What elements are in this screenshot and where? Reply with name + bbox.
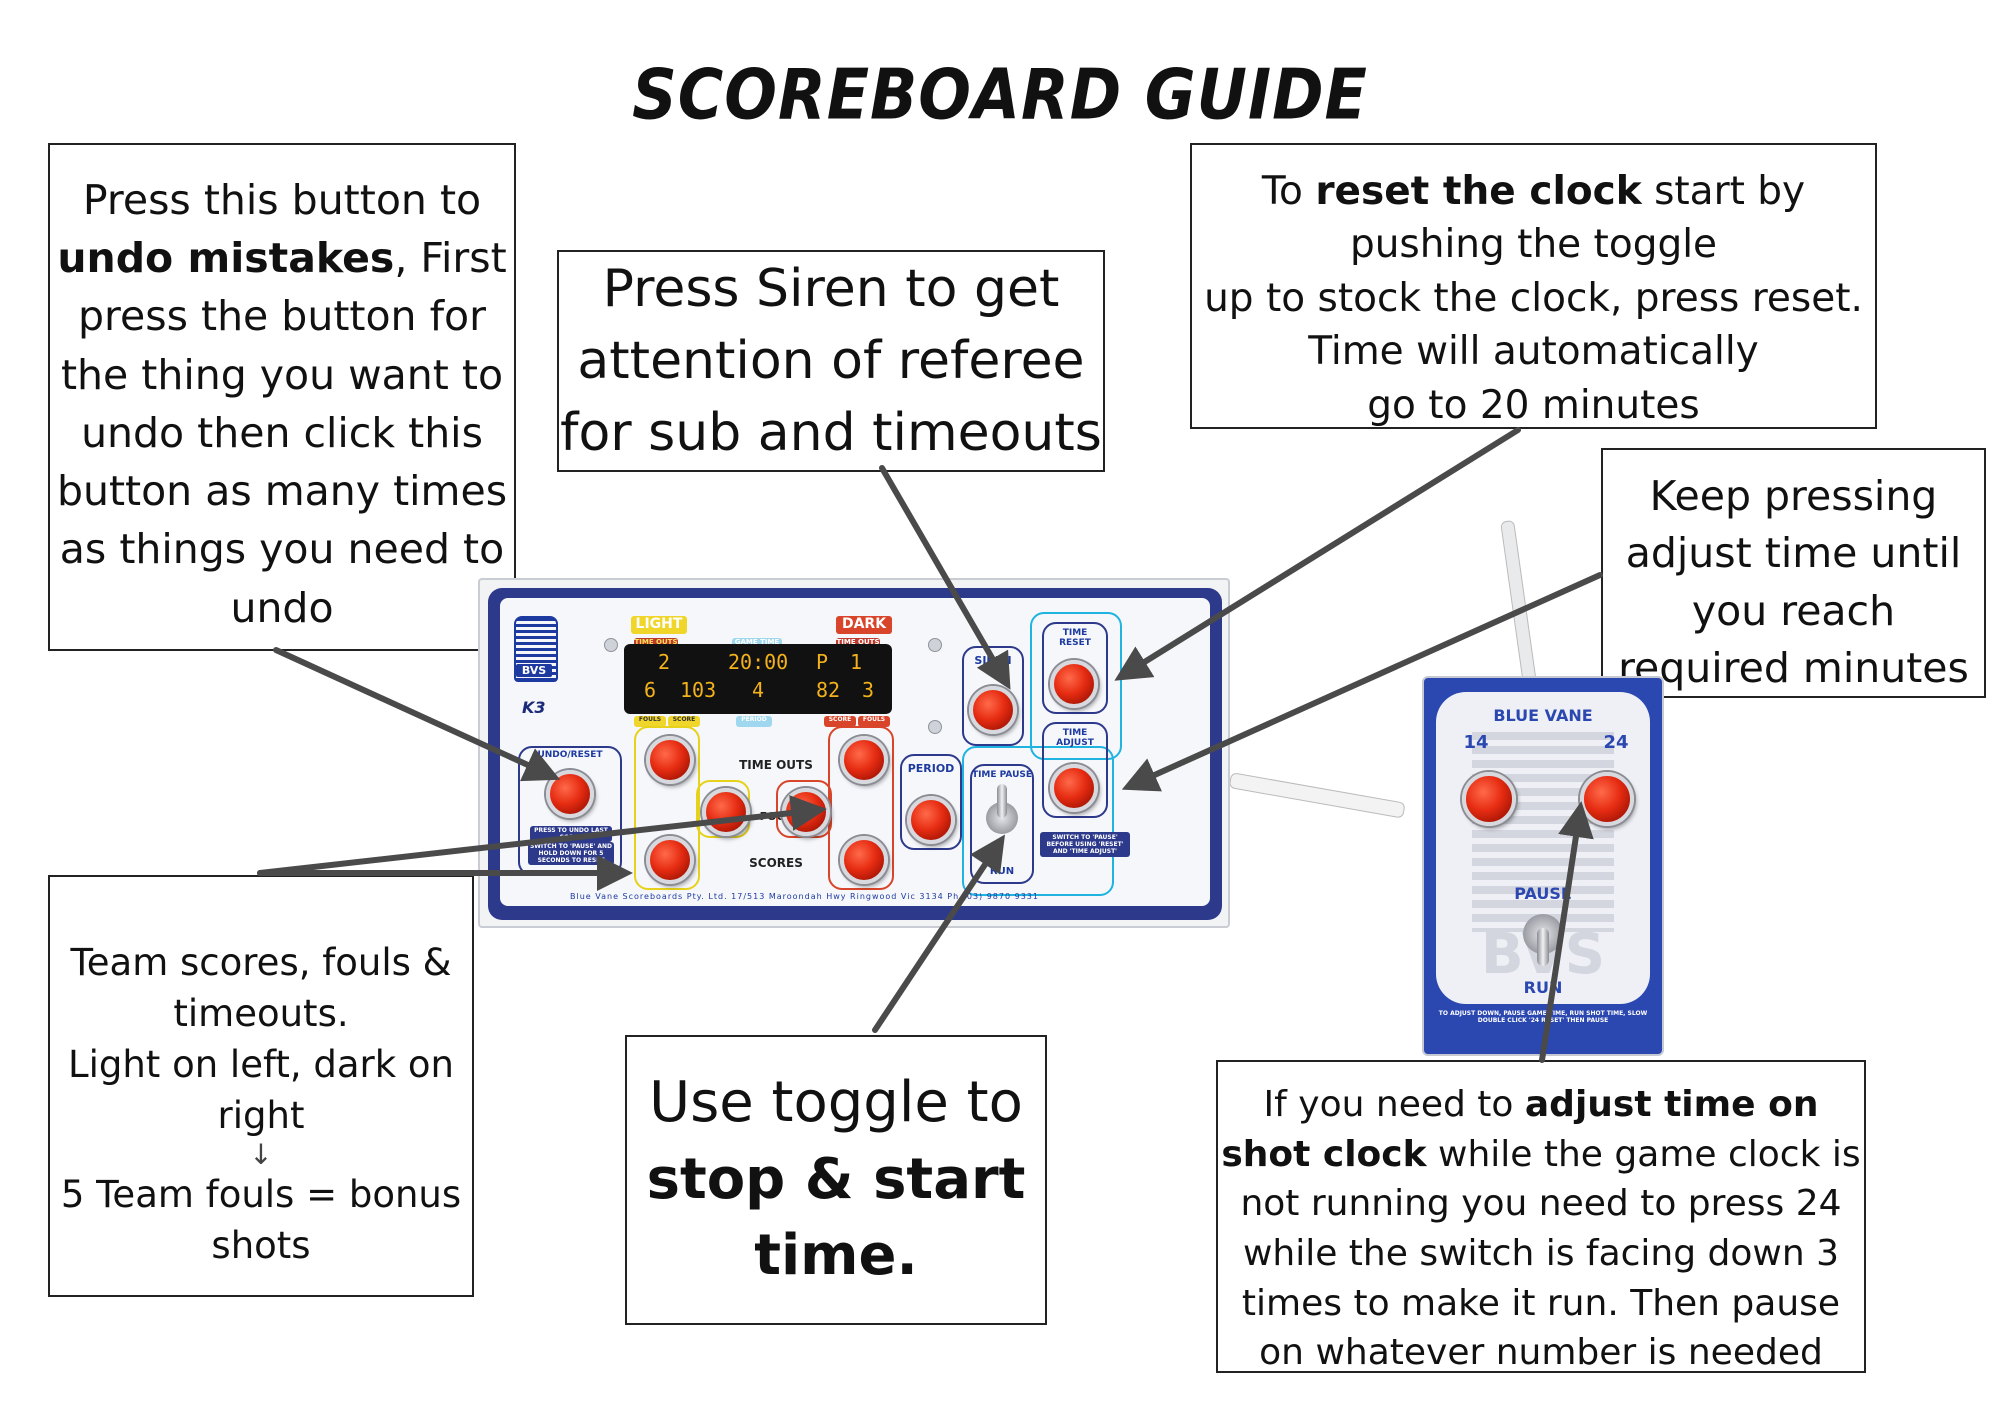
reset-callout-line4: go to 20 minutes [1367, 382, 1700, 428]
scoreboard-console: BVS K3 LIGHT DARK TIME OUTS GAME TIME TI… [478, 578, 1230, 928]
dark-scores-button[interactable] [840, 836, 888, 884]
model-label: K3 [522, 698, 546, 717]
time-adjust-label: TIME ADJUST [1056, 728, 1094, 748]
light-timeouts-button[interactable] [646, 736, 694, 784]
display-tag-timeouts-left: TIME OUTS [634, 638, 678, 649]
light-tag: LIGHT [631, 616, 687, 634]
display-left-score: 103 [680, 678, 717, 702]
display-tag-fouls-right: FOULS [858, 716, 890, 727]
display-tag-timeouts-right: TIME OUTS [836, 638, 880, 649]
dark-tag: DARK [836, 616, 892, 634]
display-tag-period: PERIOD [736, 716, 772, 727]
dark-timeouts-button[interactable] [840, 736, 888, 784]
time-reset-button[interactable] [1050, 660, 1098, 708]
undo-reset-note: SWITCH TO 'PAUSE' AND HOLD DOWN FOR 5 SE… [528, 842, 614, 865]
siren-callout: Press Siren to get attention of referee … [557, 250, 1105, 472]
toggle-lever[interactable] [997, 784, 1007, 818]
switch-note: SWITCH TO 'PAUSE' BEFORE USING 'RESET' A… [1040, 832, 1130, 857]
siren-button[interactable] [969, 686, 1017, 734]
display-right-fouls: 3 [862, 678, 875, 702]
undo-reset-label: UNDO/RESET [537, 750, 603, 760]
reset-callout-line2: up to stock the clock, press reset. [1204, 275, 1863, 321]
shot-clock-24-button[interactable] [1580, 772, 1634, 826]
display-p: P [816, 650, 829, 674]
console-panel: BVS K3 LIGHT DARK TIME OUTS GAME TIME TI… [488, 588, 1222, 920]
remote-face: BLUE VANE 14 24 PAUSE BVS RUN [1436, 692, 1650, 1004]
siren-label: SIREN [974, 654, 1012, 667]
page-title: SCOREBOARD GUIDE [632, 53, 1368, 136]
undo-reset-button[interactable] [546, 770, 594, 818]
shot-clock-remote: BLUE VANE 14 24 PAUSE BVS RUN TO ADJUST … [1422, 676, 1664, 1056]
undo-callout-post: , First press the button for the thing y… [56, 234, 508, 632]
time-outs-label: TIME OUTS [739, 758, 813, 772]
console-face: BVS K3 LIGHT DARK TIME OUTS GAME TIME TI… [500, 598, 1210, 906]
period-button[interactable] [907, 796, 955, 844]
reset-callout-pre: To [1261, 169, 1316, 214]
toggle-callout: Use toggle to stop & start time. [625, 1035, 1047, 1325]
light-fouls-button[interactable] [702, 788, 750, 836]
team-callout-line2: Light on left, dark on right [67, 1043, 455, 1138]
run-label: RUN [989, 866, 1015, 877]
reset-callout: To reset the clock start by pushing the … [1190, 143, 1877, 429]
toggle-callout-bold: stop & start time. [646, 1146, 1026, 1289]
remote-pause-label: PAUSE [1514, 884, 1572, 903]
adjust-callout-text: Keep pressing adjust time until you reac… [1618, 472, 1969, 693]
undo-callout-bold: undo mistakes [57, 234, 395, 283]
console-footer: Blue Vane Scoreboards Pty. Ltd. 17/513 M… [570, 892, 1039, 901]
score-display: 2 20:00 P 1 6 103 4 82 3 [624, 644, 892, 714]
remote-run-label: RUN [1523, 978, 1563, 997]
display-right-timeouts: 1 [850, 650, 863, 674]
down-arrow-icon: ↓ [249, 1138, 273, 1172]
display-clock: 20:00 [728, 650, 789, 674]
reset-callout-bold: reset the clock [1315, 169, 1642, 214]
screw [928, 638, 942, 652]
time-cyan-zone [1030, 612, 1122, 760]
shot-callout-pre: If you need to [1263, 1084, 1525, 1125]
console-cable [1228, 772, 1406, 819]
light-scores-button[interactable] [646, 836, 694, 884]
team-callout-line1: Team scores, fouls & timeouts. [70, 941, 452, 1036]
toggle-callout-pre: Use toggle to [649, 1070, 1023, 1135]
display-tag-fouls: FOULS [634, 716, 666, 727]
reset-callout-line1: start by pushing the toggle [1349, 169, 1806, 268]
reset-callout-line3: Time will automatically [1308, 329, 1759, 375]
display-tag-game-time: GAME TIME [732, 638, 782, 649]
undo-callout-pre: Press this button to [82, 176, 482, 224]
time-pause-label: TIME PAUSE [971, 770, 1033, 780]
siren-callout-text: Press Siren to get attention of referee … [560, 259, 1102, 463]
screw [604, 638, 618, 652]
time-adjust-button[interactable] [1050, 764, 1098, 812]
display-right-score: 82 [816, 678, 841, 702]
shot-clock-callout: If you need to adjust time on shot clock… [1216, 1060, 1866, 1373]
time-reset-label: TIME RESET [1059, 628, 1091, 648]
undo-callout: Press this button to undo mistakes, Firs… [48, 143, 516, 651]
adjust-callout: Keep pressing adjust time until you reac… [1601, 448, 1986, 698]
scores-label: SCORES [749, 856, 803, 870]
time-adjust-zone [1042, 722, 1108, 818]
remote-note: TO ADJUST DOWN, PAUSE GAME TIME, RUN SHO… [1438, 1010, 1648, 1024]
remote-cable [1500, 519, 1538, 693]
shot-clock-14-button[interactable] [1462, 772, 1516, 826]
undo-note: PRESS TO UNDO LAST SCORE [530, 826, 612, 842]
period-label: PERIOD [907, 762, 955, 775]
display-left-fouls: 6 [644, 678, 657, 702]
time-reset-zone [1042, 622, 1108, 714]
display-left-timeouts: 2 [658, 650, 671, 674]
display-tag-score: SCORE [668, 716, 700, 727]
display-period: 4 [752, 678, 765, 702]
display-tag-score-right: SCORE [824, 716, 856, 727]
team-callout-line3: 5 Team fouls = bonus shots [60, 1173, 462, 1268]
team-callout: Team scores, fouls & timeouts. Light on … [48, 875, 474, 1297]
screw [928, 720, 942, 734]
shot-callout-post: while the game clock is not running you … [1240, 1133, 1861, 1374]
dark-fouls-button[interactable] [782, 788, 830, 836]
remote-24-label: 24 [1603, 732, 1629, 753]
remote-brand: BLUE VANE [1493, 706, 1593, 725]
shot-callout-bold: adjust time on shot clock [1221, 1084, 1819, 1175]
bvs-logo-text: BVS [516, 664, 552, 677]
remote-14-label: 14 [1463, 732, 1489, 753]
remote-toggle-lever[interactable] [1537, 928, 1549, 966]
